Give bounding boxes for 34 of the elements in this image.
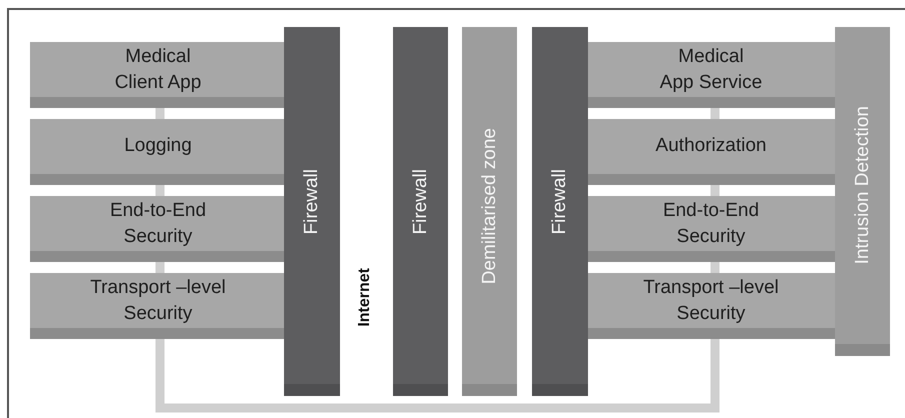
connector-line [156,262,164,273]
barrier-column [393,27,448,396]
layer-box [586,42,836,108]
layer-label: Authorization [656,134,766,158]
connector-line [710,185,720,196]
column-label: Firewall [301,168,323,234]
connector-line [156,185,164,196]
column-label: Demilitarised zone [478,128,500,285]
layer-box [30,273,286,339]
column-label: Firewall [410,168,432,234]
layer-box [586,119,836,185]
layer-label: Transport –level Security [89,276,227,326]
connector-line [156,108,164,119]
layer-box [30,119,286,185]
layer-label: Logging [124,134,192,158]
barrier-column [835,27,890,356]
layer-label: End-to-End Security [662,199,760,249]
column-label: Intrusion Detection [852,106,874,265]
column-label: Firewall [549,168,571,234]
layer-box [586,273,836,339]
zone-label: Internet [356,268,374,327]
connector-line [710,108,720,119]
barrier-column [532,27,588,396]
barrier-column [462,27,517,396]
connector-line [710,262,720,273]
barrier-column [284,27,340,396]
layer-label: Medical App Service [660,45,762,95]
layer-label: End-to-End Security [108,199,208,249]
layer-label: Medical Client App [114,45,202,95]
connector-line [156,339,720,412]
layer-box [30,196,286,262]
layer-box [586,196,836,262]
layer-box [30,42,286,108]
layer-label: Transport –level Security [642,276,780,326]
